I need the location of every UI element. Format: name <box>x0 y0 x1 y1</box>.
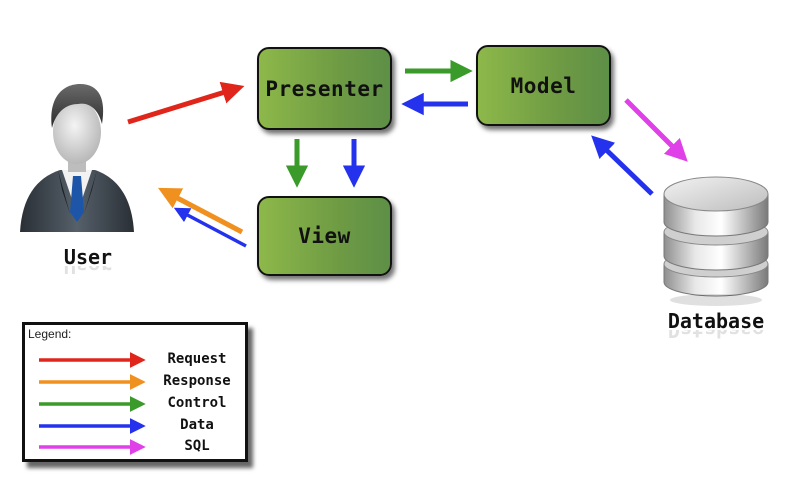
arrow-data-database-model <box>591 135 654 196</box>
view-box: View <box>257 196 392 276</box>
presenter-label: Presenter <box>265 76 384 101</box>
legend-label-response: Response <box>163 373 231 389</box>
legend-swatches <box>39 352 146 455</box>
legend-label-request: Request <box>167 351 227 367</box>
arrow-sql-model-database <box>624 98 688 162</box>
model-label: Model <box>510 73 577 98</box>
user-caption-reflection: User <box>63 266 113 278</box>
database-caption: Database <box>667 309 765 333</box>
legend-box: Legend: Request Response Control Data SQ… <box>22 322 248 462</box>
arrow-request-user-presenter <box>127 81 245 125</box>
database-caption-reflection: Database <box>667 330 765 342</box>
database-icon <box>663 176 769 306</box>
legend-label-data: Data <box>180 417 214 433</box>
legend-label-sql: SQL <box>184 438 210 454</box>
user-caption: User <box>63 245 113 269</box>
arrow-data-view-user <box>173 207 247 248</box>
legend-label-control: Control <box>167 395 227 411</box>
model-box: Model <box>476 45 611 126</box>
legend-title: Legend: <box>28 327 72 341</box>
arrow-response-view-user <box>158 187 244 235</box>
view-label: View <box>298 224 351 248</box>
user-icon <box>20 84 134 232</box>
presenter-box: Presenter <box>257 47 392 130</box>
